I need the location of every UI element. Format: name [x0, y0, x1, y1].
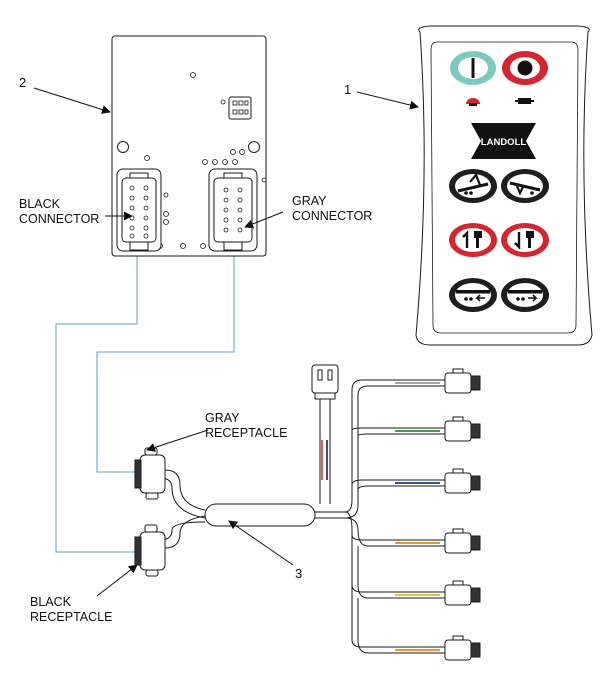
power-on-button[interactable]	[450, 51, 496, 85]
label-black-connector: BLACK CONNECTOR	[19, 197, 99, 227]
stop-button[interactable]	[502, 51, 548, 85]
landoll-logo: LANDOLL	[471, 123, 536, 159]
control-module	[111, 35, 267, 257]
lamp-icon	[466, 98, 480, 106]
valve-connector-6	[444, 635, 481, 661]
remote-control: LANDOLL	[415, 25, 593, 346]
power-pigtail	[319, 395, 331, 504]
tilt-up-button[interactable]	[449, 169, 497, 203]
label-gray-connector: GRAY CONNECTOR	[292, 194, 372, 224]
label-gray-receptacle-line1: GRAY	[205, 411, 240, 425]
black-signal-wire	[55, 254, 138, 553]
label-black-receptacle-line1: BLACK	[30, 595, 71, 609]
label-black-connector-line1: BLACK	[19, 197, 60, 211]
mount-hole-right	[248, 141, 260, 153]
gray-receptacle	[134, 447, 166, 500]
valve-connector-2	[444, 416, 481, 442]
label-gray-connector-line2: CONNECTOR	[292, 209, 373, 223]
arrow-gray-connector	[244, 211, 284, 229]
black-receptacle	[134, 524, 166, 577]
diagnostic-port	[228, 96, 252, 120]
battery-icon	[515, 98, 534, 104]
arrow-gray-receptacle	[146, 429, 209, 452]
black-connector	[116, 168, 162, 252]
harness-trunk-upper	[164, 469, 206, 511]
arrow-harness	[228, 520, 294, 566]
callout-module: 2	[19, 75, 27, 90]
svg-text:LANDOLL: LANDOLL	[481, 137, 527, 148]
arrow-remote	[356, 91, 419, 110]
callout-harness: 3	[295, 566, 303, 581]
valve-connector-4	[444, 528, 481, 554]
callout-remote: 1	[344, 82, 352, 97]
label-black-receptacle-line2: RECEPTACLE	[30, 610, 113, 624]
winch-in-button[interactable]	[449, 223, 497, 257]
label-gray-connector-line1: GRAY	[292, 194, 327, 208]
harness-sleeve	[204, 503, 316, 527]
label-black-connector-line2: CONNECTOR	[19, 212, 100, 226]
gray-signal-wire	[96, 254, 235, 473]
deck-forward-button[interactable]	[449, 278, 497, 312]
leader-arrows	[33, 87, 419, 597]
harness-trunk-lower	[164, 515, 206, 549]
deck-back-button[interactable]	[501, 278, 549, 312]
label-gray-receptacle-line2: RECEPTACLE	[205, 426, 288, 440]
winch-out-button[interactable]	[501, 223, 549, 257]
arrow-black-receptacle	[96, 564, 138, 597]
wire-harness	[134, 364, 481, 661]
signal-wires	[55, 254, 235, 553]
valve-connector-5	[444, 580, 481, 606]
label-gray-receptacle: GRAY RECEPTACLE	[205, 411, 287, 441]
arrow-module	[33, 87, 111, 114]
tilt-down-button[interactable]	[501, 169, 549, 203]
valve-connectors	[444, 368, 481, 661]
valve-connector-3	[444, 468, 481, 494]
label-black-receptacle: BLACK RECEPTACLE	[30, 595, 112, 625]
remote-inner-panel	[430, 41, 579, 334]
valve-connector-1	[444, 368, 481, 394]
gray-connector	[208, 168, 258, 252]
power-plug	[311, 364, 339, 400]
mount-hole-left	[117, 141, 129, 153]
